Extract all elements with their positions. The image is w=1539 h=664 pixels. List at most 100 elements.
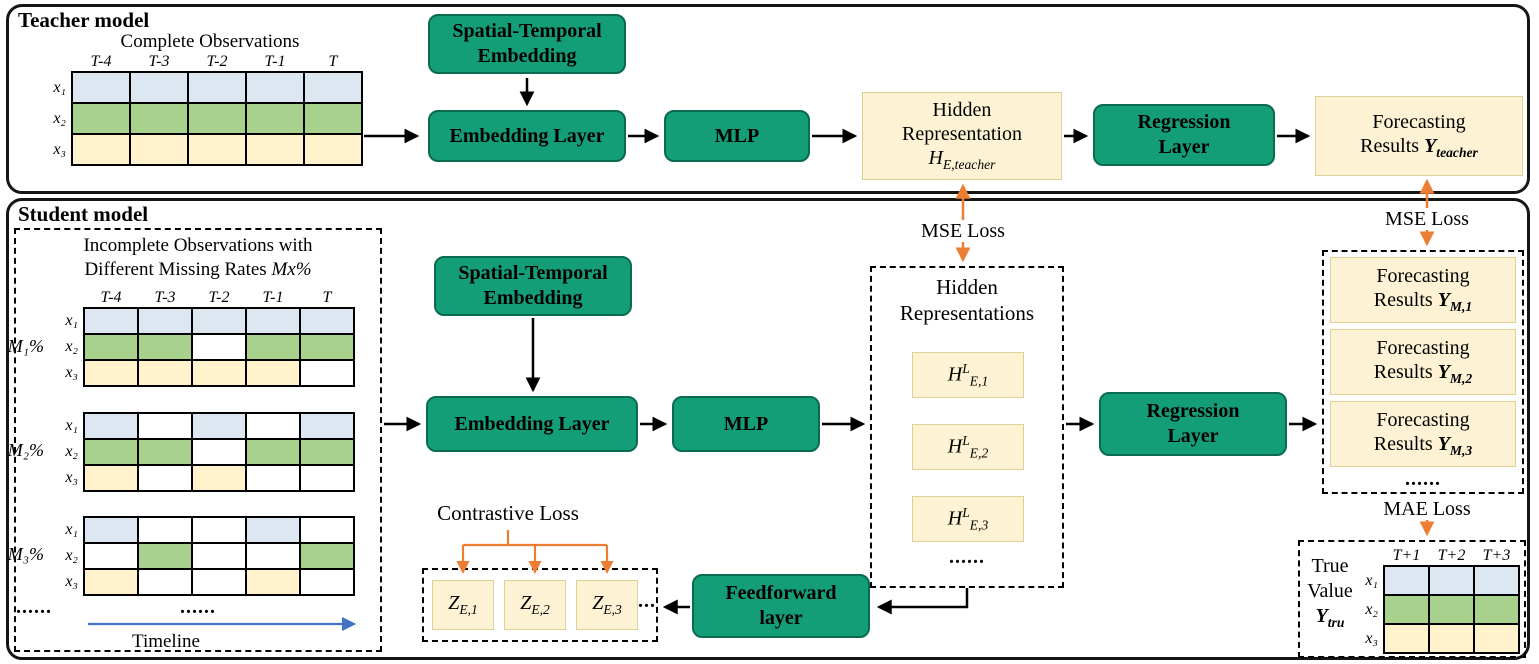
ellipsis-hidden: ......	[949, 546, 985, 568]
teacher-panel	[6, 4, 1530, 194]
obs-cell-filled	[1428, 594, 1475, 625]
feedforward-line1: Feedforward	[725, 582, 837, 604]
obs-cell-filled	[191, 464, 247, 492]
student-panel	[6, 198, 1530, 660]
incomplete-observations-caption-line2: Different Missing Rates Mx%	[84, 259, 312, 280]
obs-cell-filled	[191, 359, 247, 387]
row-label: x₃	[53, 140, 66, 158]
student-title: Student model	[18, 202, 149, 226]
row-label: x₃	[65, 573, 78, 590]
forecasting-line2: Results Yteacher	[1360, 135, 1478, 161]
col-header: T-4	[90, 52, 112, 70]
row-label: x₁	[65, 417, 78, 434]
feedforward-line2: layer	[759, 607, 803, 629]
row-label: x₁	[65, 312, 78, 329]
obs-cell-filled	[1383, 594, 1430, 625]
obs-cell-filled	[83, 438, 139, 466]
true-value-math: Ytru	[1315, 605, 1345, 630]
row-label: x₃	[65, 364, 78, 381]
mse-loss-label-left: MSE Loss	[893, 220, 1033, 242]
spatial-temporal-embedding-box-teacher: Spatial-Temporal Embedding	[428, 14, 626, 74]
hidden-representation-item-2: HLE,2	[912, 424, 1024, 470]
obs-cell-missing	[191, 516, 247, 544]
complete-observations-label: Complete Observations	[120, 31, 300, 52]
obs-cell-filled	[137, 359, 193, 387]
obs-cell-filled	[187, 102, 247, 135]
obs-cell-filled	[137, 542, 193, 570]
hidden-representation-item-3: HLE,3	[912, 496, 1024, 542]
obs-cell-filled	[299, 438, 355, 466]
z-math-3: ZE,3	[592, 592, 622, 618]
embedding-layer-box-student: Embedding Layer	[426, 396, 638, 452]
forecasting-results-box-student	[1322, 250, 1524, 494]
ellipsis-observations-left: ......	[16, 596, 52, 618]
row-label: x₂	[1365, 600, 1378, 618]
obs-cell-filled	[299, 333, 355, 361]
hidden-math: HE,teacher	[928, 147, 996, 173]
obs-cell-filled	[83, 516, 139, 544]
header-spacer	[46, 288, 84, 308]
obs-cell-filled	[83, 412, 139, 440]
obs-cell-missing	[245, 412, 301, 440]
row-label: x₂	[53, 109, 66, 127]
obs-cell-missing	[137, 568, 193, 596]
mse-loss-label-right: MSE Loss	[1352, 208, 1502, 230]
obs-cell-filled	[137, 333, 193, 361]
mlp-box-student: MLP	[672, 396, 820, 452]
obs-cell-missing	[191, 542, 247, 570]
forecasting-result-item-2: Forecasting Results YM,2	[1330, 329, 1516, 395]
obs-cell-missing	[191, 568, 247, 596]
obs-cell-missing	[137, 412, 193, 440]
incomplete-observations-caption-line1: Incomplete Observations with	[83, 235, 313, 256]
col-header: T-2	[208, 288, 230, 306]
obs-cell-filled	[187, 71, 247, 104]
obs-cell-filled	[245, 71, 305, 104]
regression-layer-box-teacher: Regression Layer	[1093, 104, 1275, 166]
forecast-line2: Results YM,2	[1373, 361, 1473, 387]
ellipsis-forecast: ......	[1405, 468, 1441, 490]
embedding-layer-label: Embedding Layer	[454, 412, 610, 435]
obs-cell-missing	[83, 542, 139, 570]
obs-cell-missing	[299, 464, 355, 492]
obs-cell-filled	[1383, 565, 1430, 596]
col-header: T-1	[264, 52, 286, 70]
col-header: T+2	[1437, 546, 1466, 564]
hidden-line2: Representation	[902, 123, 1022, 146]
row-label: x₂	[65, 547, 78, 564]
obs-cell-filled	[83, 359, 139, 387]
mae-loss-label: MAE Loss	[1352, 498, 1502, 520]
obs-cell-filled	[1473, 594, 1520, 625]
header-spacer	[30, 52, 72, 72]
mlp-label: MLP	[714, 124, 760, 147]
col-header: T-4	[100, 288, 122, 306]
forecast-line2: Results YM,3	[1373, 433, 1473, 459]
forecasting-result-item-3: Forecasting Results YM,3	[1330, 401, 1516, 467]
obs-cell-filled	[191, 412, 247, 440]
obs-cell-filled	[1428, 623, 1475, 654]
obs-cell-missing	[299, 516, 355, 544]
row-label: x₁	[65, 521, 78, 538]
obs-cell-filled	[83, 464, 139, 492]
observation-table-m3-grid: x₁ x₂ x₃	[46, 516, 355, 596]
hidden-representations-box	[870, 266, 1064, 588]
hidden-representation-item-1: HLE,1	[912, 352, 1024, 398]
obs-cell-filled	[1473, 623, 1520, 654]
obs-cell-filled	[1383, 623, 1430, 654]
embedding-layer-box-teacher: Embedding Layer	[428, 110, 626, 162]
obs-cell-missing	[245, 464, 301, 492]
col-header: T-2	[206, 52, 228, 70]
regression-layer-label: Regression Layer	[1146, 400, 1240, 447]
obs-cell-missing	[137, 516, 193, 544]
header-spacer	[1358, 546, 1384, 566]
obs-cell-filled	[71, 133, 131, 166]
obs-cell-filled	[129, 71, 189, 104]
obs-cell-filled	[1473, 565, 1520, 596]
hidden-item-math-2: HLE,2	[947, 432, 989, 461]
col-header: T-1	[262, 288, 284, 306]
z-math-2: ZE,2	[520, 592, 550, 618]
obs-cell-filled	[83, 333, 139, 361]
